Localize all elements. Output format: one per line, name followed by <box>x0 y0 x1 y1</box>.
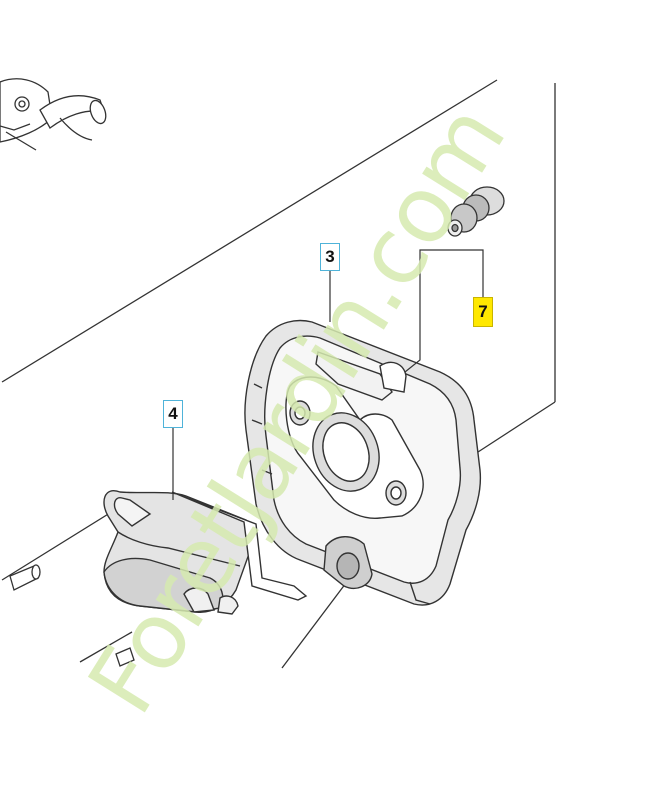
part-4-label[interactable]: 4 <box>163 400 183 428</box>
leader-lines <box>172 249 484 500</box>
part-3-flange <box>244 319 482 606</box>
part-7-label-highlighted[interactable]: 7 <box>473 297 493 327</box>
partial-carburetor-part <box>0 78 107 151</box>
shaft-pins <box>9 564 135 667</box>
part-4-bracket <box>103 490 308 615</box>
part-3-label[interactable]: 3 <box>320 243 340 271</box>
assembly-frame-lines <box>1 79 556 669</box>
part-7-valve <box>447 186 505 237</box>
